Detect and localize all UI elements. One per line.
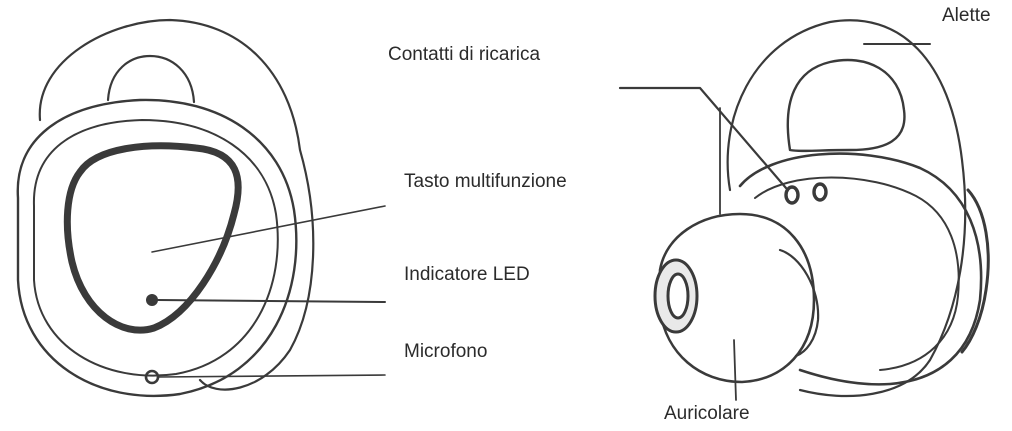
leader-line-led <box>157 299 386 303</box>
label-led-indicator: Indicatore LED <box>404 264 530 285</box>
right-body-outline <box>738 152 983 386</box>
ear-tip-opening-inner <box>666 272 690 320</box>
multifunction-button-outline <box>63 142 242 334</box>
leader-line-multifunction <box>151 205 386 253</box>
label-earbud-tip: Auricolare <box>664 403 750 424</box>
leader-line-microphone <box>157 374 386 378</box>
right-wing-fin <box>786 58 906 153</box>
label-multifunction-button: Tasto multifunzione <box>404 171 567 192</box>
left-outer-wing-outline <box>38 18 315 391</box>
right-edge-ridge <box>960 188 990 354</box>
charging-contact-2 <box>812 182 828 202</box>
ear-tip-outline <box>658 212 816 384</box>
led-indicator-dot <box>146 294 158 306</box>
left-earbud-front-view <box>16 18 386 398</box>
right-nozzle <box>778 248 820 358</box>
label-wings: Alette <box>942 5 991 26</box>
label-charging-contacts: Contatti di ricarica <box>388 44 541 65</box>
microphone-hole <box>144 369 160 385</box>
right-outer-wing-outline <box>726 19 967 398</box>
label-microphone: Microfono <box>404 341 488 362</box>
leader-line-earbud-tip <box>733 339 737 401</box>
left-top-fin <box>106 54 196 104</box>
left-body-outline <box>16 98 298 398</box>
leader-line-charging-contacts <box>618 86 788 190</box>
right-body-inner-curve <box>754 176 960 371</box>
right-earbud-side-view <box>618 19 990 401</box>
charging-contact-1 <box>784 185 800 205</box>
